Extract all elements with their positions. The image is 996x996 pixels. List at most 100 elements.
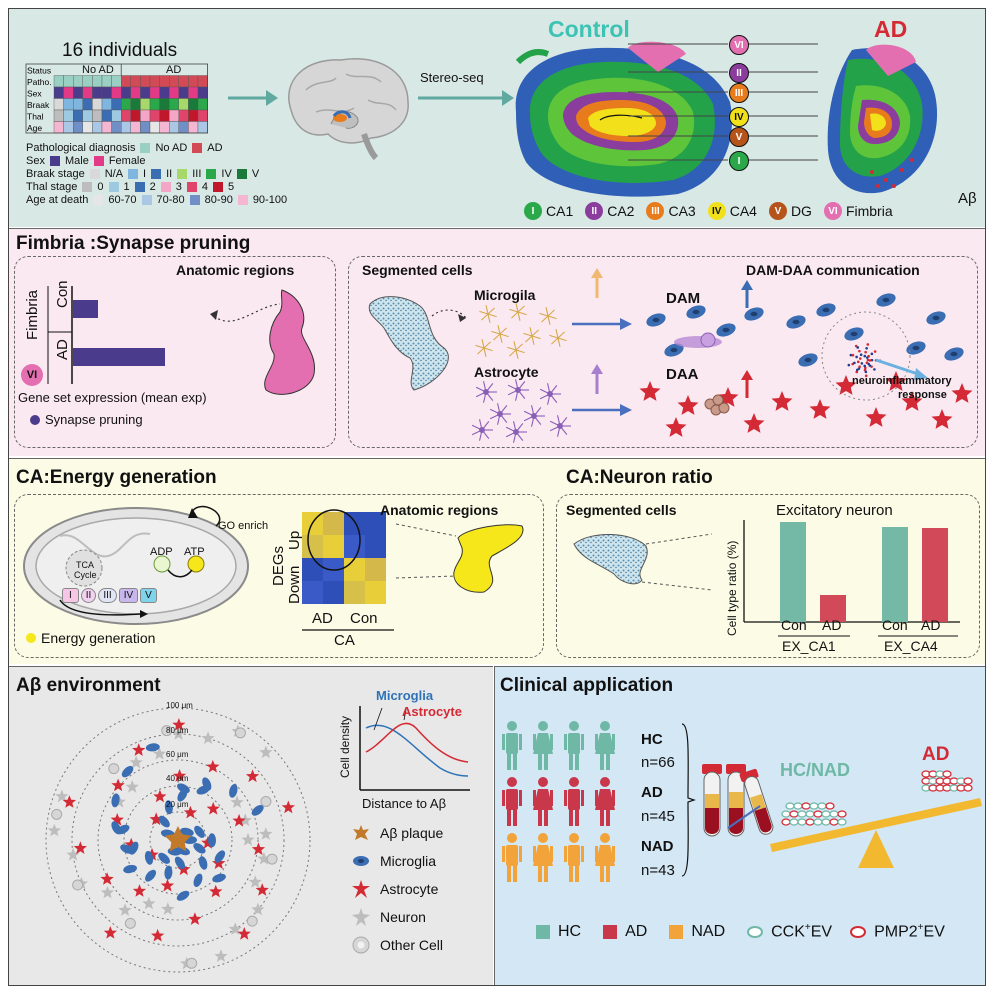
neuron-title: CA:Neuron ratio xyxy=(566,467,713,488)
adp-label: ADP xyxy=(150,546,173,558)
region-markers xyxy=(628,43,818,161)
ev-particle xyxy=(797,818,807,826)
microglia-branch xyxy=(547,315,557,320)
cck-plus: + xyxy=(804,922,811,933)
person-leg xyxy=(606,753,610,770)
astrocyte-branch xyxy=(539,388,551,395)
abeta-rings xyxy=(45,707,311,973)
astrocyte-cell xyxy=(206,759,220,773)
plot-ylabel: Cell density xyxy=(338,715,352,778)
microglia-branch xyxy=(481,313,489,321)
mitochondrion xyxy=(23,505,249,625)
neuron-cell xyxy=(251,902,265,916)
heatmap-cell xyxy=(344,581,365,604)
communication-dot xyxy=(856,360,860,364)
group-label-ca1: EX_CA1 xyxy=(782,638,836,654)
table-cell xyxy=(82,86,93,99)
person-body xyxy=(533,789,553,810)
person-head xyxy=(538,833,548,843)
microglia-branch xyxy=(499,333,503,343)
communication-dot xyxy=(864,350,867,354)
distance-ring xyxy=(97,759,259,921)
dam-daa-comm-label: DAM-DAA communication xyxy=(746,262,920,278)
col-con-label: Con xyxy=(350,610,378,627)
table-cell xyxy=(178,86,189,99)
vi-badge: VI xyxy=(21,364,43,386)
table-cell xyxy=(53,98,64,111)
astrocyte-branch xyxy=(533,407,542,417)
astrocyte-branch xyxy=(547,383,551,395)
marker-v-text: V xyxy=(735,131,743,143)
table-cell xyxy=(149,109,160,122)
fimbria-panel xyxy=(9,228,985,456)
table-cell xyxy=(101,109,112,122)
table-cell xyxy=(168,75,179,88)
marker-iv: IV xyxy=(729,107,749,127)
plot-xlabel: Distance to Aβ xyxy=(362,796,447,811)
table-cell xyxy=(82,75,93,88)
figure-frame xyxy=(8,8,986,986)
table-cell xyxy=(111,75,122,88)
astrocyte-cell xyxy=(132,884,147,897)
cck-text: CCK xyxy=(771,923,805,941)
synapse-legend: Synapse pruning xyxy=(30,412,143,427)
people-figures xyxy=(502,721,615,882)
microglia-nucleus xyxy=(652,317,660,323)
person-leg xyxy=(544,753,548,770)
age-70-80: 70-80 xyxy=(156,194,185,206)
microglia-branch xyxy=(487,307,495,315)
person-leg xyxy=(507,865,511,882)
table-cell xyxy=(63,109,74,122)
legend-microglia-text: Microglia xyxy=(380,853,437,869)
complex-1: I xyxy=(62,588,79,603)
microglia-branch xyxy=(531,329,539,337)
neuron-cell xyxy=(259,827,273,840)
synapse-legend-text: Synapse pruning xyxy=(45,412,143,427)
microglia-cell xyxy=(145,743,160,752)
communication-dot xyxy=(870,352,874,356)
astrocyte-cell xyxy=(232,813,246,827)
density-plot xyxy=(359,706,470,791)
microglia-branch xyxy=(541,315,549,323)
dam-soma xyxy=(700,332,716,348)
astrocyte-cell xyxy=(665,417,687,437)
astrocyte-branch xyxy=(513,431,517,443)
astrocyte-cell xyxy=(111,778,125,792)
ev-particle xyxy=(963,777,973,785)
table-cell xyxy=(111,121,122,134)
pmp2-ev-text: EV xyxy=(923,923,945,941)
astrocyte-cell xyxy=(951,383,973,403)
astrocyte-cell xyxy=(885,371,907,391)
astrocyte-branch xyxy=(549,385,558,395)
microglia-nucleus xyxy=(912,345,920,351)
astrocyte-cell xyxy=(901,391,923,411)
table-cell xyxy=(111,109,122,122)
table-cell xyxy=(178,75,189,88)
astrocyte-branch xyxy=(471,429,483,436)
vi-badge-text: VI xyxy=(26,369,38,381)
person-arm xyxy=(564,734,567,750)
person-body xyxy=(595,845,615,866)
person-arm xyxy=(533,790,536,806)
balance-scale xyxy=(770,770,982,868)
microglia-branch xyxy=(529,327,533,337)
astrocyte-branch xyxy=(523,410,535,417)
astrocyte-branch xyxy=(515,379,519,391)
up-arrow-blue-icon xyxy=(741,280,753,308)
person-body xyxy=(533,845,553,866)
table-row-label: Braak xyxy=(27,100,50,110)
microglia-branch xyxy=(557,331,565,339)
astrocyte-branch xyxy=(485,383,494,393)
arrow-to-daa-icon xyxy=(572,404,632,416)
legend-pmp2: PMP2+EV xyxy=(874,922,945,941)
person-leg xyxy=(575,865,579,882)
braak-5: V xyxy=(251,168,260,180)
communication-dot xyxy=(866,358,870,362)
ad-label: AD xyxy=(874,16,908,42)
communication-dot xyxy=(863,364,867,368)
communication-dot xyxy=(855,355,858,359)
person-body xyxy=(595,733,615,754)
cck-ev-icon xyxy=(747,925,764,938)
microglia-cell xyxy=(180,827,194,837)
